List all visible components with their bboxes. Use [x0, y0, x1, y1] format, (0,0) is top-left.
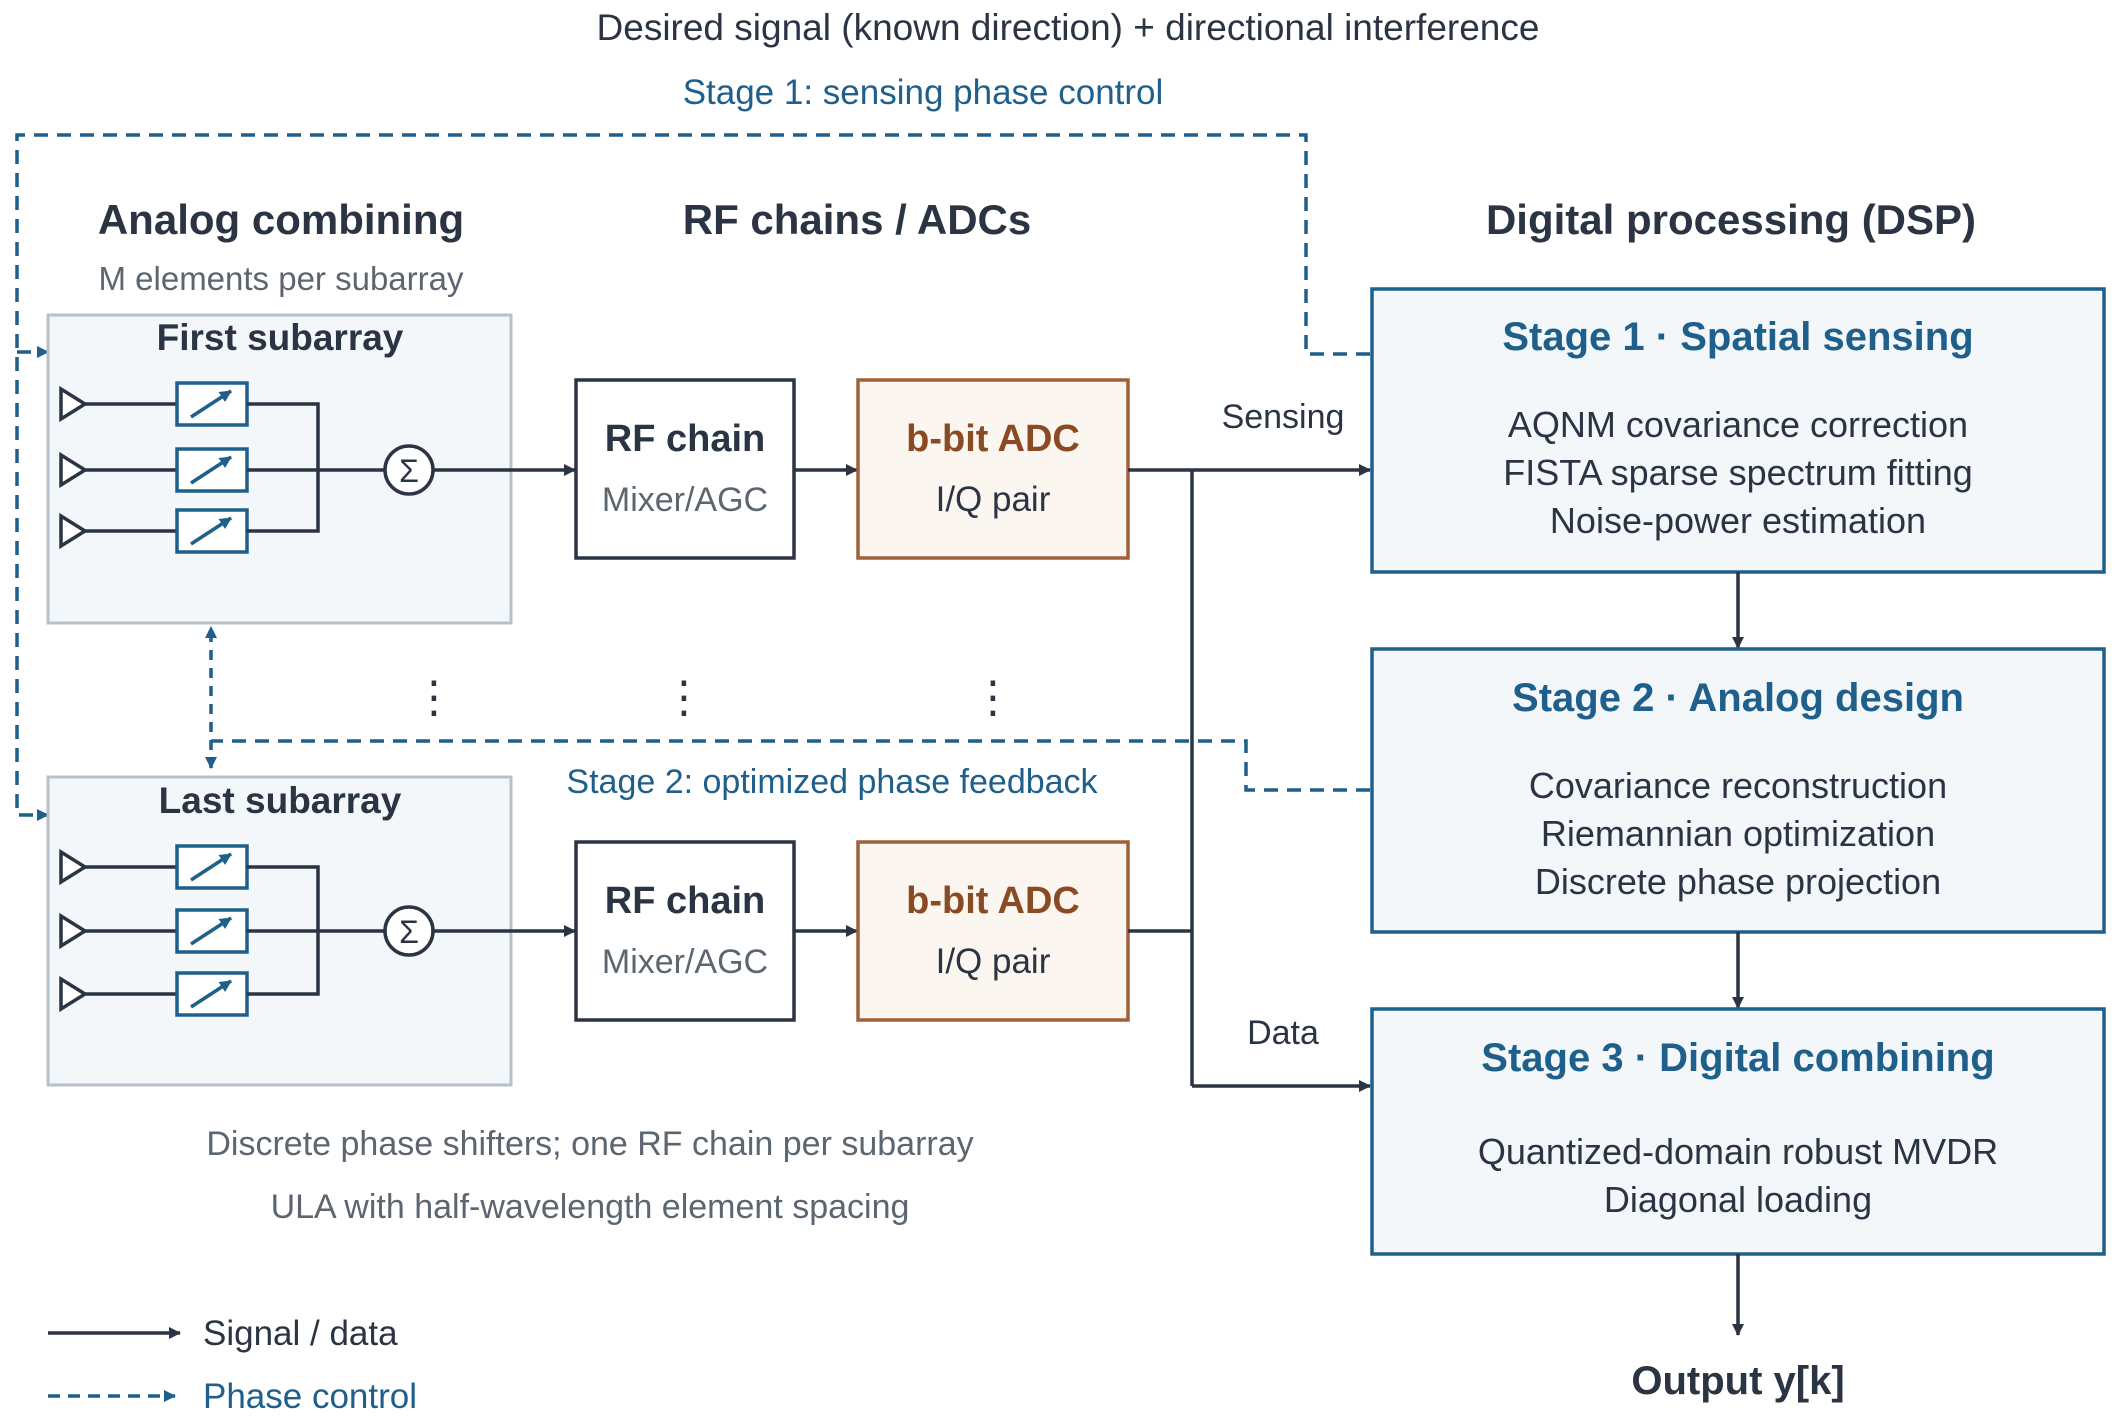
ellipsis-rf: ⋮ — [662, 673, 706, 722]
data-label: Data — [1247, 1014, 1319, 1052]
svg-text:b-bit ADC: b-bit ADC — [906, 880, 1080, 922]
note-phase-shifters: Discrete phase shifters; one RF chain pe… — [206, 1125, 973, 1163]
antenna-icon — [59, 385, 89, 423]
summation-icon: Σ — [383, 444, 435, 496]
svg-text:Mixer/AGC: Mixer/AGC — [602, 481, 768, 519]
phase-shifter-icon — [175, 508, 249, 554]
stage3-box: Stage 3 · Digital combining Quantized-do… — [1370, 1007, 2106, 1256]
rf-heading: RF chains / ADCs — [683, 196, 1032, 243]
output-label: Output y[k] — [1631, 1359, 1844, 1403]
last-subarray-title: Last subarray — [159, 780, 402, 821]
phase-shifter-icon — [175, 908, 249, 954]
svg-text:I/Q pair: I/Q pair — [936, 942, 1051, 981]
dsp-heading: Digital processing (DSP) — [1486, 196, 1976, 243]
svg-text:Mixer/AGC: Mixer/AGC — [602, 943, 768, 981]
svg-text:Stage 2 · Analog design: Stage 2 · Analog design — [1512, 676, 1964, 720]
stage1-control-label: Stage 1: sensing phase control — [683, 73, 1164, 112]
svg-text:Stage 1 · Spatial sensing: Stage 1 · Spatial sensing — [1502, 315, 1973, 359]
analog-subheading: M elements per subarray — [99, 260, 464, 297]
stage2-feedback-line — [211, 739, 1370, 792]
analog-heading: Analog combining — [98, 196, 464, 243]
svg-text:AQNM covariance correction: AQNM covariance correction — [1508, 404, 1968, 445]
first-subarray-title: First subarray — [157, 317, 404, 358]
summation-icon: Σ — [383, 905, 435, 957]
svg-text:FISTA sparse spectrum fitting: FISTA sparse spectrum fitting — [1503, 452, 1973, 493]
legend-phase-label: Phase control — [203, 1377, 417, 1416]
adc-block-top: b-bit ADC I/Q pair — [856, 378, 1130, 560]
antenna-icon — [59, 848, 89, 886]
antenna-icon — [59, 451, 89, 489]
phase-shifter-icon — [175, 971, 249, 1017]
svg-text:Σ: Σ — [399, 453, 419, 489]
svg-text:Discrete phase projection: Discrete phase projection — [1535, 861, 1941, 902]
stage2-box: Stage 2 · Analog design Covariance recon… — [1370, 647, 2106, 934]
svg-text:b-bit ADC: b-bit ADC — [906, 418, 1080, 460]
svg-text:Quantized-domain robust MVDR: Quantized-domain robust MVDR — [1478, 1131, 1998, 1172]
adc-block-bottom: b-bit ADC I/Q pair — [856, 840, 1130, 1022]
svg-text:Stage 3 · Digital combining: Stage 3 · Digital combining — [1481, 1036, 1994, 1080]
svg-text:I/Q pair: I/Q pair — [936, 480, 1051, 519]
svg-text:RF chain: RF chain — [605, 418, 765, 460]
stage1-control-line — [15, 133, 1370, 821]
svg-text:Riemannian optimization: Riemannian optimization — [1541, 813, 1935, 854]
stage2-feedback-label: Stage 2: optimized phase feedback — [566, 763, 1098, 801]
stage1-box: Stage 1 · Spatial sensing AQNM covarianc… — [1370, 287, 2106, 574]
ellipsis-adc: ⋮ — [971, 673, 1015, 722]
phase-shifter-icon — [175, 447, 249, 493]
ellipsis-analog: ⋮ — [412, 673, 456, 722]
svg-text:Covariance reconstruction: Covariance reconstruction — [1529, 765, 1947, 806]
phase-shifter-icon — [175, 381, 249, 427]
note-ula: ULA with half-wavelength element spacing — [271, 1188, 910, 1226]
antenna-icon — [59, 975, 89, 1013]
legend: Signal / data Phase control — [48, 1314, 417, 1416]
adc-bus — [1128, 470, 1194, 1086]
svg-text:Diagonal loading: Diagonal loading — [1604, 1179, 1872, 1220]
rf-chain-block-top: RF chain Mixer/AGC — [574, 378, 796, 560]
svg-text:RF chain: RF chain — [605, 880, 765, 922]
top-title: Desired signal (known direction) + direc… — [597, 7, 1540, 48]
antenna-icon — [59, 512, 89, 550]
legend-signal-label: Signal / data — [203, 1314, 398, 1353]
svg-text:Σ: Σ — [399, 914, 419, 950]
rf-chain-block-bottom: RF chain Mixer/AGC — [574, 840, 796, 1022]
phase-shifter-icon — [175, 844, 249, 890]
svg-text:Noise-power estimation: Noise-power estimation — [1550, 500, 1926, 541]
sensing-label: Sensing — [1222, 398, 1345, 436]
antenna-icon — [59, 912, 89, 950]
